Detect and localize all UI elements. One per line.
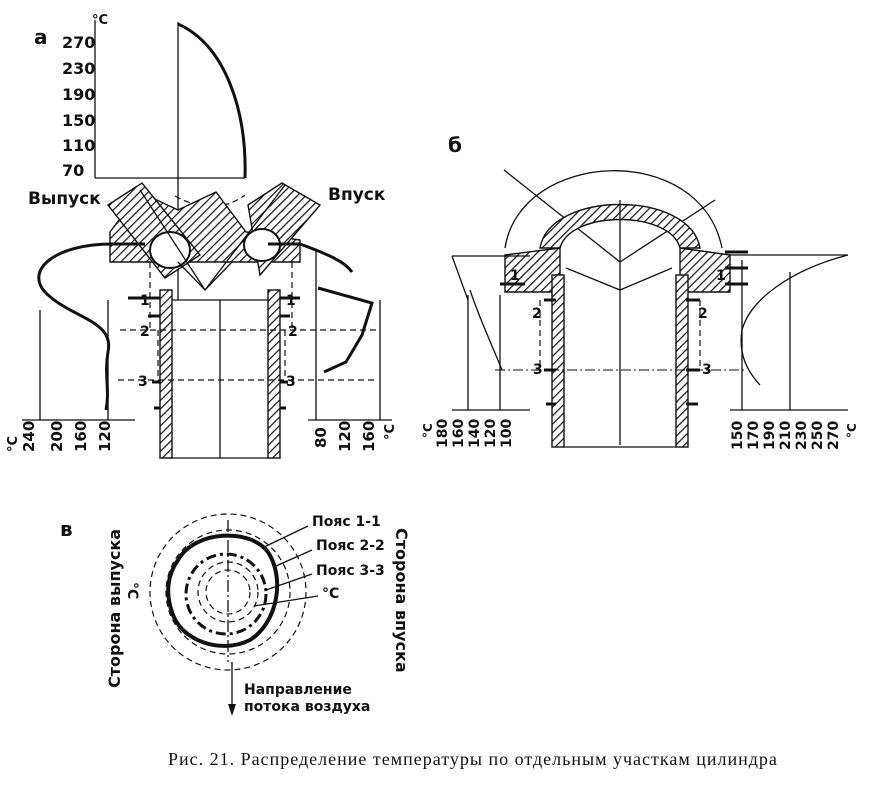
zone-2-right: 2	[288, 324, 298, 340]
exhaust-axis	[139, 189, 206, 291]
left-side-plot-b: °C 180 160 140 120 100	[421, 255, 530, 448]
zone-2-right: 2	[698, 306, 708, 322]
right-tick-250: 250	[810, 421, 826, 450]
right-tick-120: 120	[336, 421, 354, 452]
right-tick-160: 160	[360, 421, 378, 452]
top-tick-110: 110	[62, 136, 95, 155]
label-intake: Впуск	[328, 185, 386, 205]
label-exhaust: Выпуск	[28, 189, 101, 209]
right-plot-unit: °C	[383, 424, 398, 440]
head-temperature-curve	[177, 22, 247, 179]
leader-line	[261, 525, 309, 549]
arc-guide	[503, 169, 621, 263]
zone-3-right: 3	[286, 374, 296, 390]
left-tick-200: 200	[48, 421, 66, 452]
top-tick-150: 150	[62, 111, 95, 130]
zone-3-left: 3	[138, 374, 148, 390]
right-tick-170: 170	[746, 421, 762, 450]
barrel-wall-right	[675, 274, 689, 448]
belt-2-temperature-contour	[184, 552, 268, 636]
top-tick-270: 270	[62, 33, 95, 52]
panel-a-letter: а	[34, 25, 48, 49]
right-plot-unit-b: °C	[845, 423, 859, 438]
exhaust-valve	[149, 231, 191, 269]
zone-2-left: 2	[140, 324, 150, 340]
right-side-plot-a: 80 120 160 °C	[299, 242, 398, 452]
right-temperature-curve-b	[740, 254, 849, 386]
zone-2-left: 2	[532, 306, 542, 322]
intake-side-label: Сторона впуска	[392, 528, 411, 673]
left-tick-120: 120	[483, 419, 499, 448]
right-temperature-curve	[299, 242, 374, 374]
barrel-wall-right	[267, 289, 281, 459]
outer-dashed-ring	[149, 513, 307, 671]
left-temperature-curve	[37, 242, 113, 411]
airflow-arrow-icon	[228, 704, 236, 716]
head-temperature-arc	[504, 170, 723, 249]
left-temperature-curve-b	[451, 255, 503, 371]
cylinder-barrel-b	[544, 274, 700, 448]
left-side-plot-a: °C 240 200 160 120	[6, 242, 135, 452]
exhaust-side-label: Сторона выпуска	[105, 529, 124, 688]
leader-line	[253, 595, 319, 607]
circular-diagram	[149, 513, 307, 716]
top-tick-190: 190	[62, 85, 95, 104]
zone-1-left: 1	[510, 268, 520, 284]
cylinder-head-b	[500, 200, 748, 445]
left-tick-240: 240	[20, 421, 38, 452]
right-tick-210: 210	[778, 421, 794, 450]
contour-unit-left: °C	[124, 582, 140, 599]
contour-unit-right: °C	[322, 586, 339, 602]
left-tick-180: 180	[435, 419, 451, 448]
dome-wall	[539, 203, 701, 249]
right-tick-190: 190	[762, 421, 778, 450]
right-tick-80: 80	[312, 427, 330, 448]
airflow-label-line2: потока воздуха	[244, 699, 370, 715]
leader-line	[275, 549, 313, 567]
figure-caption: Рис. 21. Распределение температуры по от…	[168, 749, 778, 769]
zone-1-left: 1	[140, 293, 150, 309]
left-tick-120: 120	[96, 421, 114, 452]
panel-c: в Пояс 1-1 Пояс 2-2 Пояс 3-3 °C °C Сторо…	[60, 513, 411, 716]
top-scale-unit: °C	[92, 13, 108, 28]
left-tick-160: 160	[451, 419, 467, 448]
left-tick-100: 100	[499, 419, 515, 448]
zones-a: 1 2 3 1 2 3	[118, 262, 380, 390]
right-tick-270: 270	[826, 421, 842, 450]
cylinder-head-a	[106, 182, 322, 291]
belt-1-label: Пояс 1-1	[312, 514, 381, 530]
chamber-roof	[565, 267, 673, 291]
intake-axis	[204, 184, 286, 291]
barrel-wall-left	[159, 289, 173, 459]
top-temperature-scale: °C 270 230 190 150 110 70	[62, 13, 247, 300]
left-tick-160: 160	[72, 421, 90, 452]
zone-1-right: 1	[716, 268, 726, 284]
right-tick-230: 230	[794, 421, 810, 450]
right-side-plot-b: 150 170 190 210 230 250 270 °C	[730, 254, 859, 450]
belt-1-temperature-contour	[166, 533, 280, 648]
zones-b: 1 2 3 1 2 3	[495, 268, 745, 378]
panel-b-letter: б	[448, 133, 462, 157]
top-tick-70: 70	[62, 161, 84, 180]
left-plot-unit-b: °C	[421, 423, 435, 438]
top-tick-230: 230	[62, 59, 95, 78]
panel-c-letter: в	[60, 517, 73, 541]
cylinder-barrel-a	[159, 289, 281, 459]
belt-2-label: Пояс 2-2	[316, 538, 385, 554]
left-plot-unit: °C	[6, 436, 21, 452]
panel-a: а °C 270 230 190 150 110 70 Выпуск Впуск	[6, 13, 398, 459]
zone-1-right: 1	[286, 293, 296, 309]
airflow-label-line1: Направление	[244, 682, 352, 698]
right-tick-150: 150	[730, 421, 746, 450]
belt-3-label: Пояс 3-3	[316, 563, 385, 579]
leader-line	[265, 573, 313, 591]
panel-b: б 1 2 3	[421, 133, 859, 450]
left-tick-140: 140	[467, 419, 483, 448]
